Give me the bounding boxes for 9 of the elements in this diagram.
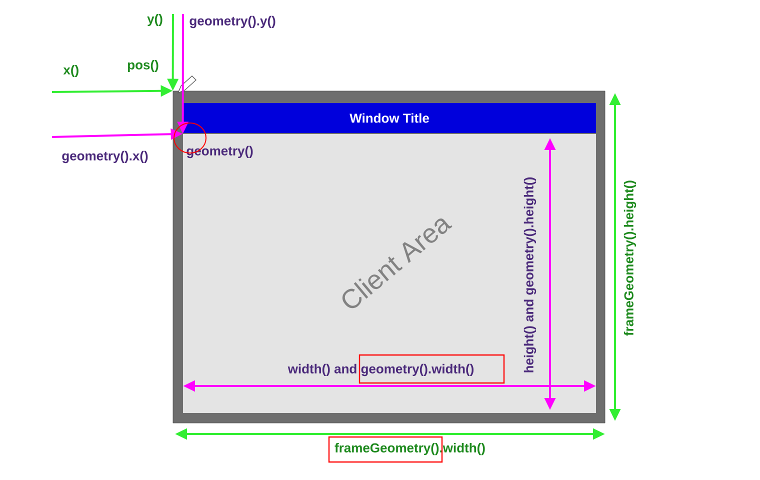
edge-label: y() [147,14,162,26]
dimension-label: height() and geometry().height() [524,177,536,372]
edge-label: geometry().x() [62,150,148,164]
dimension-label: width() and geometry().width() [288,364,474,376]
title-bar: Window Title [183,103,596,133]
dimension-label: frameGeometry().height() [624,180,636,336]
edge-label: geometry().y() [190,16,276,28]
edge-label: x() [63,64,78,78]
dimension-label: pos() [128,60,158,72]
